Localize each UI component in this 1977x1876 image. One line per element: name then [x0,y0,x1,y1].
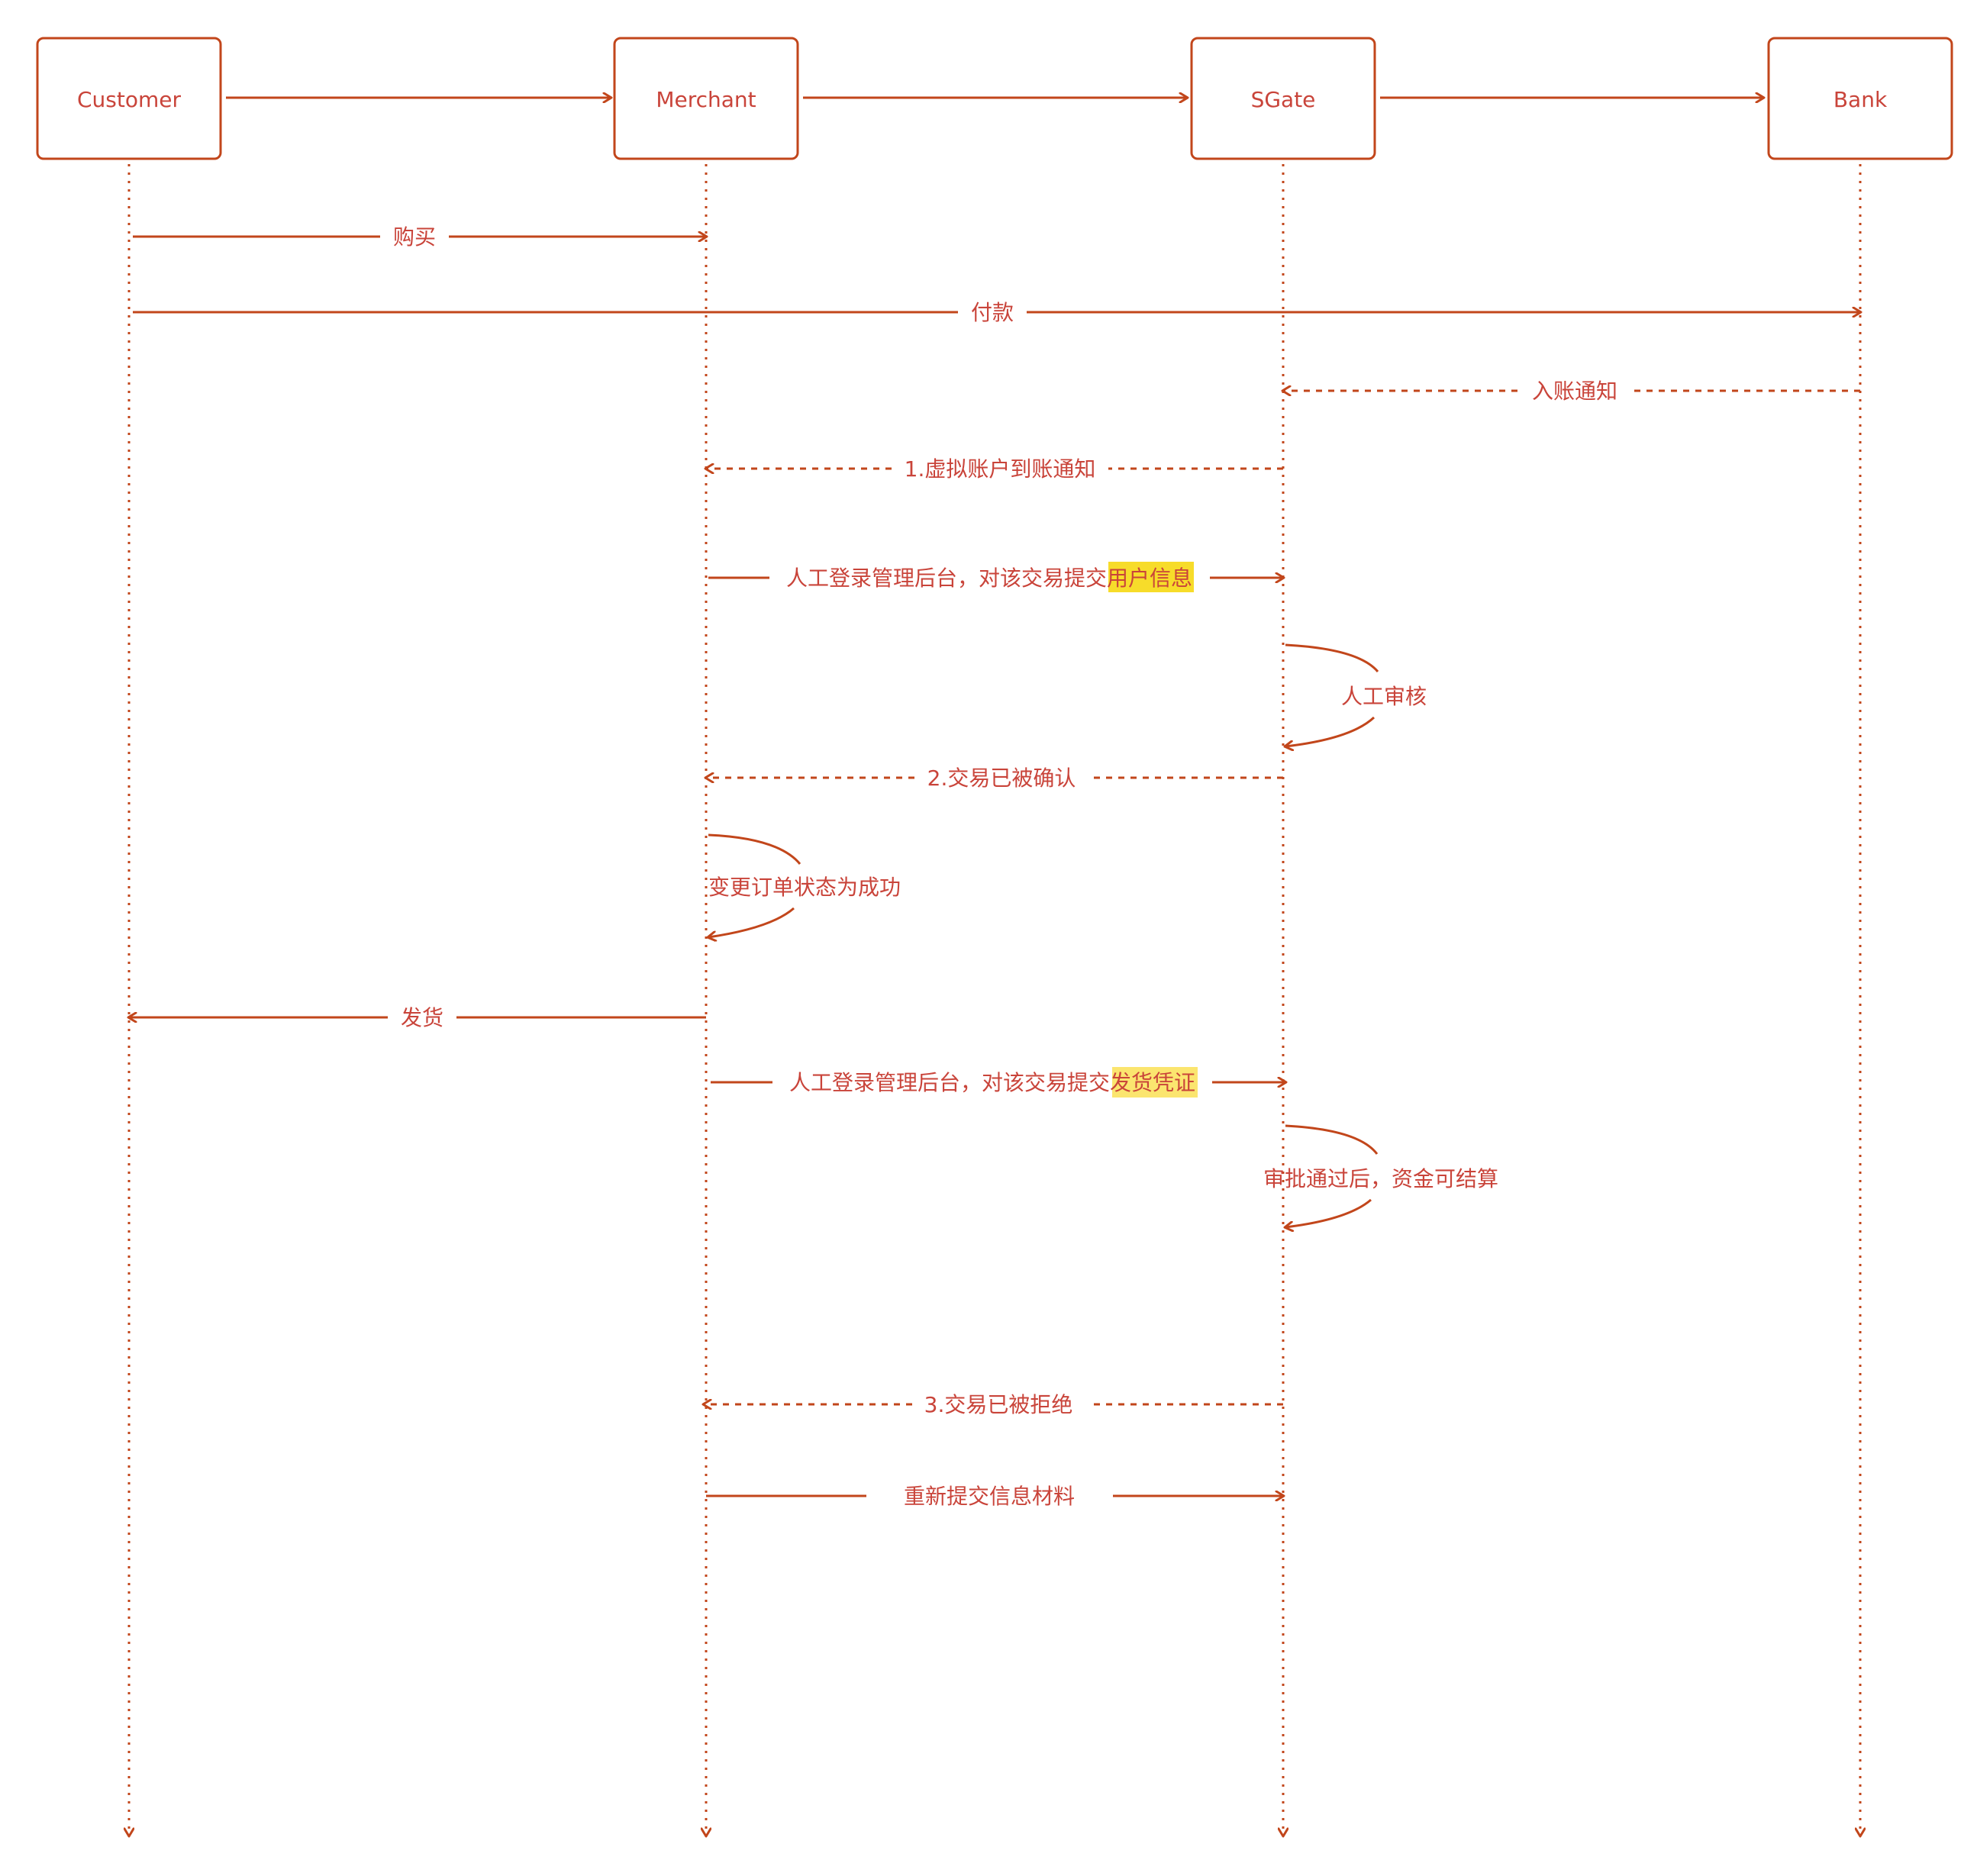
lifelines [129,164,1860,1836]
message-label: 人工登录管理后台，对该交易提交发货凭证 [789,1070,1195,1095]
message-purchase: 购买 [133,224,706,250]
self-loop [1285,1124,1379,1155]
message-label-highlight: 发货凭证 [1110,1070,1195,1095]
message-label: 变更订单状态为成功 [708,875,901,900]
message-transaction-rejected: 3.交易已被拒绝 [704,1392,1283,1417]
message-transaction-confirmed: 2.交易已被确认 [706,766,1283,791]
self-loop [708,833,801,865]
message-label: 人工登录管理后台，对该交易提交用户信息 [786,566,1192,591]
message-submit-user-info: 人工登录管理后台，对该交易提交用户信息 [708,562,1283,592]
self-message-approval-settlement: 审批通过后，资金可结算 [1263,1124,1498,1227]
participant-customer: Customer [36,37,222,160]
message-resubmit-materials: 重新提交信息材料 [706,1484,1283,1509]
participant-box [36,37,222,160]
message-label: 人工审核 [1341,684,1427,709]
self-loop [708,907,795,937]
participant-bank: Bank [1767,37,1953,160]
message-label-text: 人工登录管理后台，对该交易提交 [789,1070,1110,1095]
highlight-box [1112,1067,1198,1098]
message-label: 重新提交信息材料 [904,1484,1075,1509]
self-message-order-success: 变更订单状态为成功 [708,833,901,937]
message-deposit-notice: 入账通知 [1283,379,1860,404]
participant-label: SGate [1251,87,1316,112]
participant-sgate: SGate [1190,37,1376,160]
message-payment: 付款 [133,300,1860,325]
participant-box [1190,37,1376,160]
message-label: 3.交易已被拒绝 [924,1392,1073,1417]
message-ship: 发货 [129,1005,706,1030]
participant-box [613,37,799,160]
message-label-highlight: 用户信息 [1107,566,1192,591]
participant-label: Bank [1833,87,1888,112]
message-virtual-account-notice: 1.虚拟账户到账通知 [706,456,1283,482]
message-label-text: 人工登录管理后台，对该交易提交 [786,566,1107,591]
message-label: 1.虚拟账户到账通知 [905,456,1096,482]
participant-box [1767,37,1953,160]
self-loop [1285,643,1379,672]
self-loop [1285,716,1376,746]
participant-label: Customer [77,87,181,112]
self-loop [1285,1198,1372,1227]
message-label: 付款 [971,300,1014,325]
message-label: 发货 [401,1005,443,1030]
message-label: 2.交易已被确认 [927,766,1076,791]
self-message-manual-review: 人工审核 [1285,643,1427,746]
participant-label: Merchant [656,87,756,112]
participant-merchant: Merchant [613,37,799,160]
message-submit-shipping-proof: 人工登录管理后台，对该交易提交发货凭证 [711,1067,1285,1098]
message-label: 审批通过后，资金可结算 [1263,1166,1498,1191]
message-label: 入账通知 [1532,379,1617,404]
message-label: 购买 [393,224,436,250]
highlight-box [1108,562,1194,592]
